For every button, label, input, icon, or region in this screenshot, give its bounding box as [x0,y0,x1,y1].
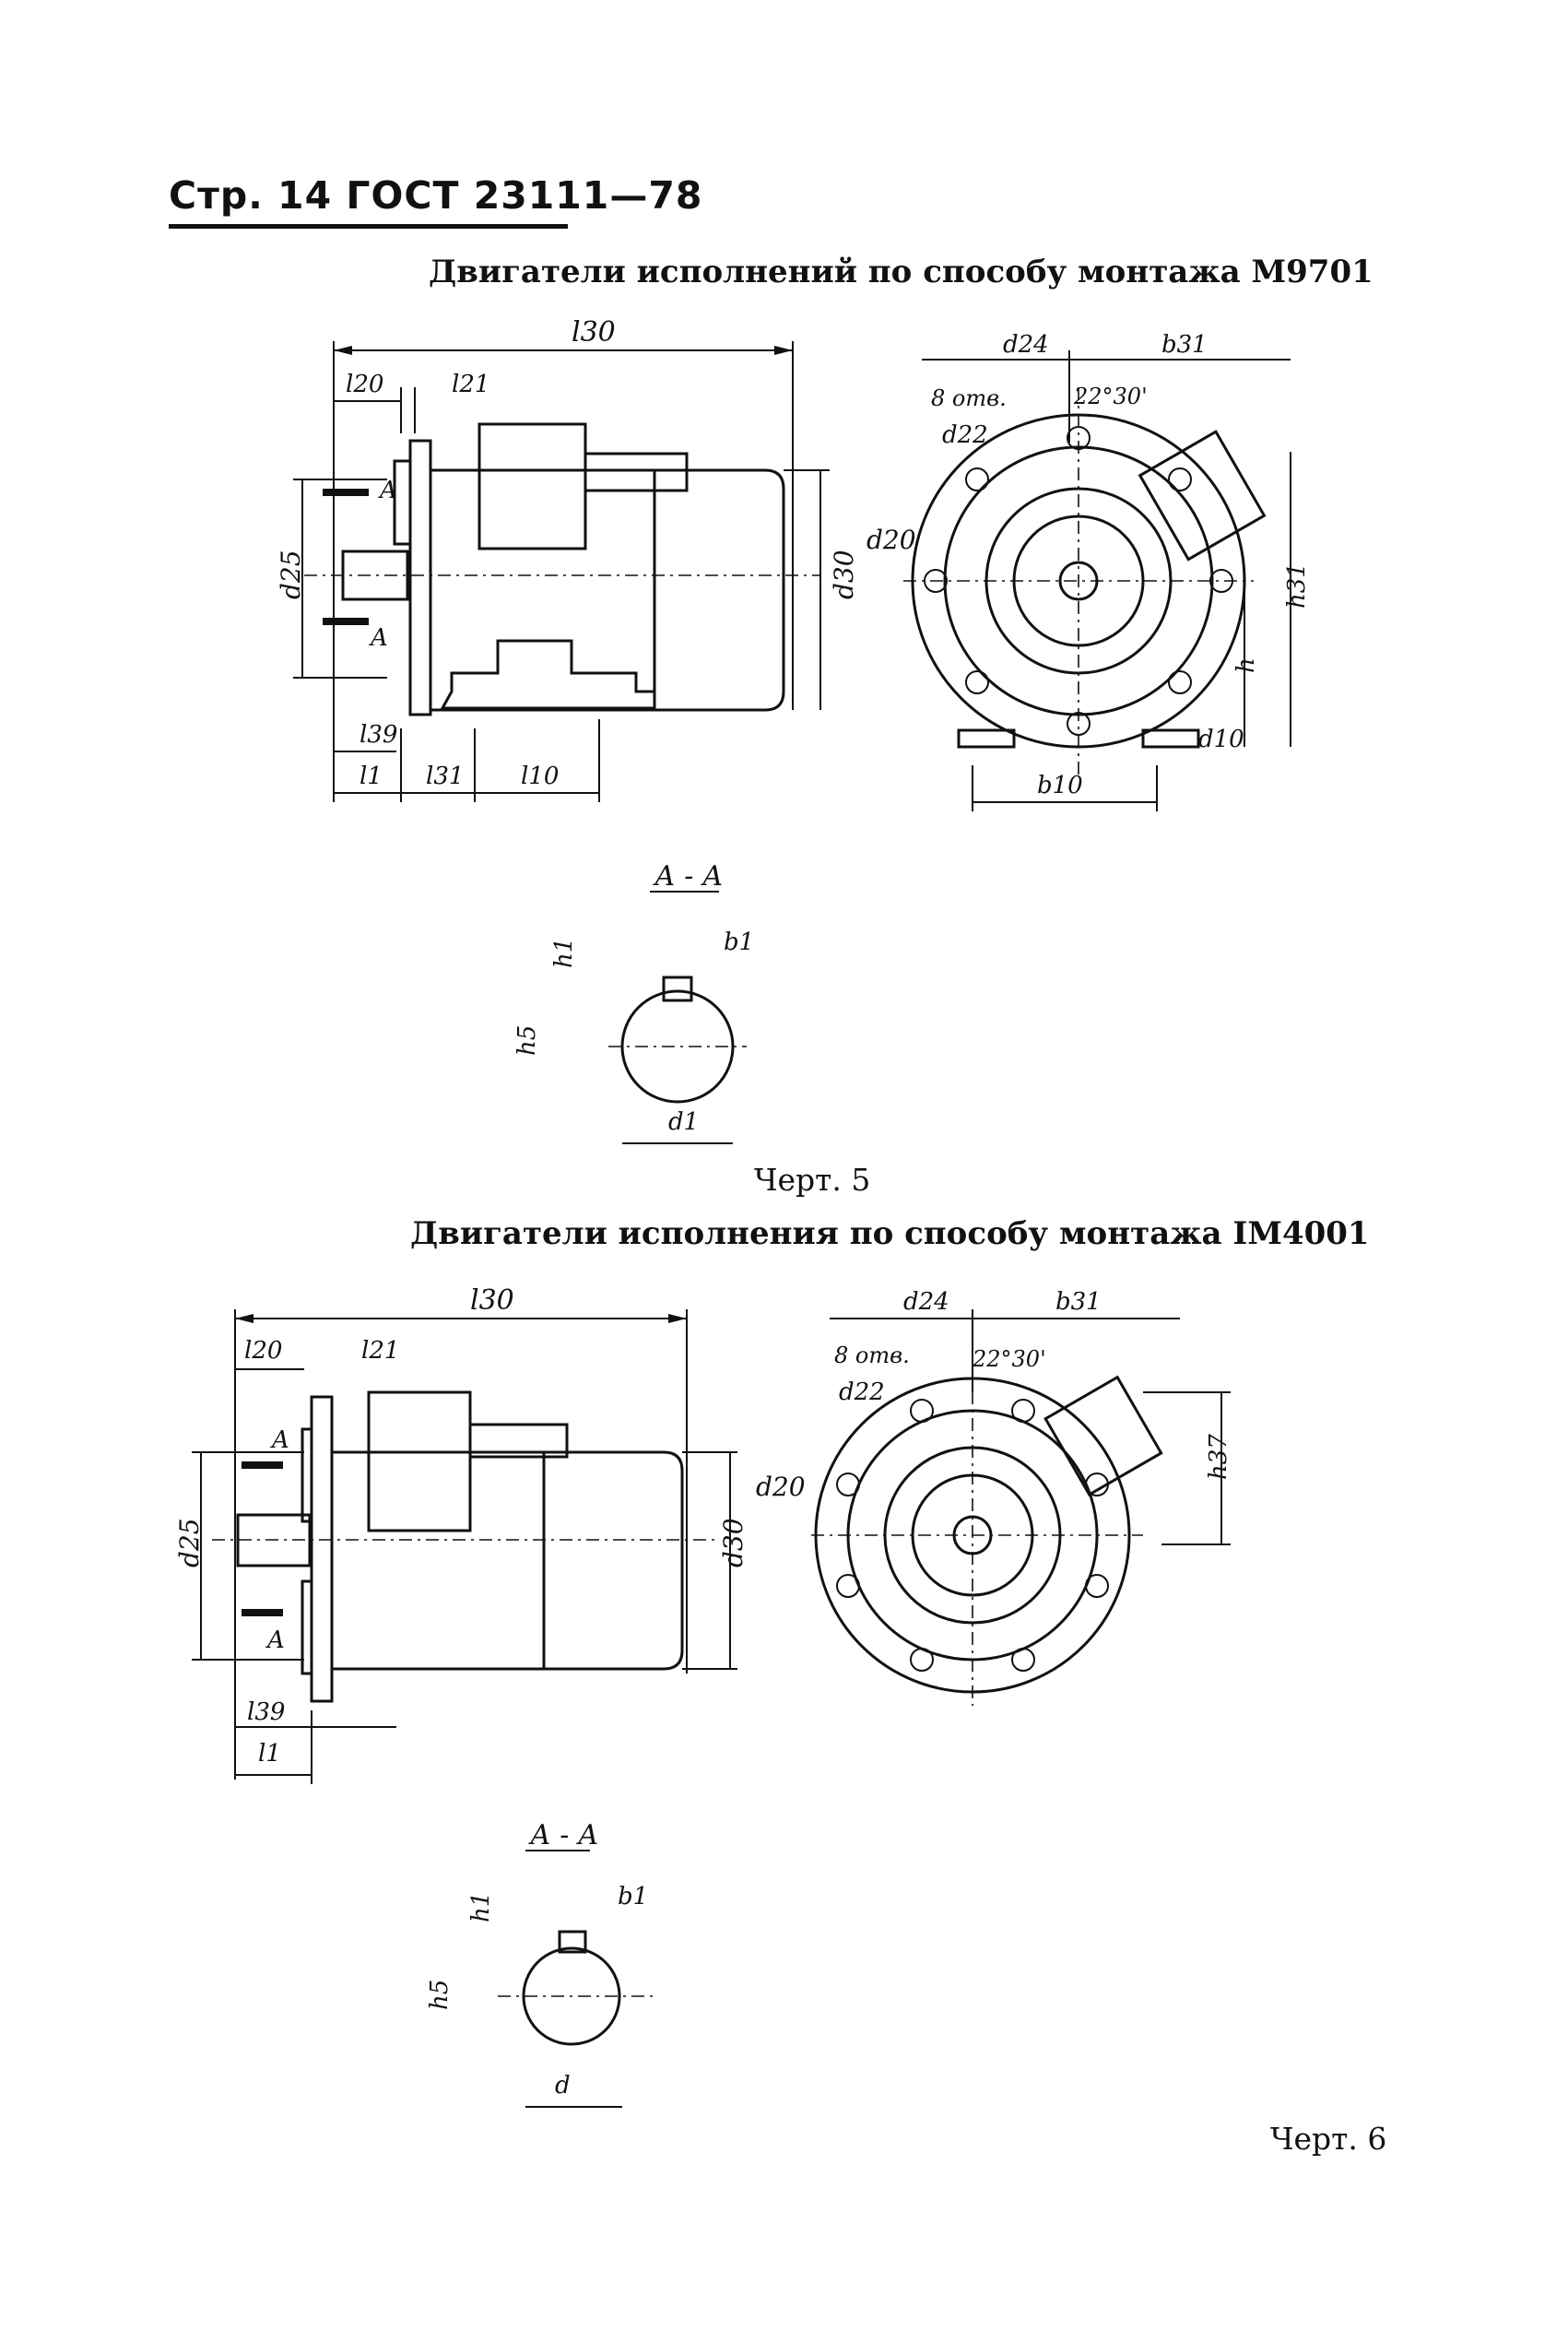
label-l31: l31 [426,763,464,790]
label-angle-2: 22°30' [972,1346,1046,1372]
label-h: h [1232,657,1260,673]
label-h31: h31 [1283,562,1311,609]
label-l20: l20 [346,371,383,398]
label-d20: d20 [867,525,916,555]
section-2-caption: Черт. 6 [1270,2121,1387,2157]
section-1-key-section: А - А h1 b1 h5 d1 [513,860,754,1144]
label-l10: l10 [521,763,559,790]
label-d22: d22 [942,421,988,449]
label-a-bottom: A [369,624,388,652]
label-section-aa-2: А - А [528,1819,599,1851]
section-2-title: Двигатели исполнения по способу монтажа … [410,1215,1370,1252]
label-a-top: A [378,477,397,504]
label-l30: l30 [572,316,616,349]
label-h37: h37 [1205,1434,1232,1480]
label-b1-2: b1 [618,1883,648,1910]
label-d10: d10 [1198,726,1244,753]
label-holes: 8 отв. [931,385,1007,411]
label-a-top-2: A [270,1426,289,1454]
label-l21-2: l21 [361,1337,399,1365]
section-1-side-view: l30 l20 l21 A A d25 d30 l39 l1 l31 l10 [276,316,859,802]
section-1-front-view: d24 b31 8 отв. d22 22°30' d20 h31 h b10 … [867,331,1311,811]
label-holes-2: 8 отв. [834,1342,910,1368]
label-l39-2: l39 [247,1698,285,1726]
header-rule [169,224,568,229]
label-d20-2: d20 [756,1472,806,1502]
label-l1-2: l1 [258,1740,281,1768]
label-l20-2: l20 [244,1337,282,1365]
section-1-caption: Черт. 5 [754,1162,871,1198]
label-b31: b31 [1161,331,1208,359]
label-l1: l1 [360,763,383,790]
section-2-key-section: А - А h1 b1 h5 d [426,1819,654,2108]
section-1-title: Двигатели исполнений по способу монтажа … [429,254,1373,290]
label-d30: d30 [829,550,859,599]
label-b1: b1 [724,928,754,956]
label-d22-2: d22 [839,1378,885,1406]
label-h5-2: h5 [426,1980,454,2010]
label-l21: l21 [452,371,489,398]
label-section-aa: А - А [653,860,724,893]
label-d30-2: d30 [718,1518,749,1567]
section-2-side-view: l30 l20 l21 A A d25 d30 l39 l1 [174,1284,749,1784]
label-b10: b10 [1037,772,1083,799]
label-b31-2: b31 [1055,1288,1102,1316]
page-header: Стр. 14 ГОСТ 23111—78 [169,173,703,218]
label-a-bottom-2: A [265,1626,285,1654]
section-2-front-view: d24 b31 8 отв. d22 22°30' d20 h37 [756,1288,1232,1706]
label-d25-2: d25 [174,1518,205,1567]
label-d24: d24 [1003,331,1049,359]
label-l39: l39 [360,721,397,749]
label-d1: d1 [668,1108,699,1136]
label-d-2: d [555,2072,571,2099]
label-d25: d25 [276,550,306,599]
label-h5: h5 [513,1025,541,1056]
label-angle: 22°30' [1073,384,1148,409]
label-d24-2: d24 [903,1288,949,1316]
label-l30-2: l30 [470,1284,514,1317]
label-h1: h1 [550,938,578,968]
label-h1-2: h1 [467,1892,495,1922]
